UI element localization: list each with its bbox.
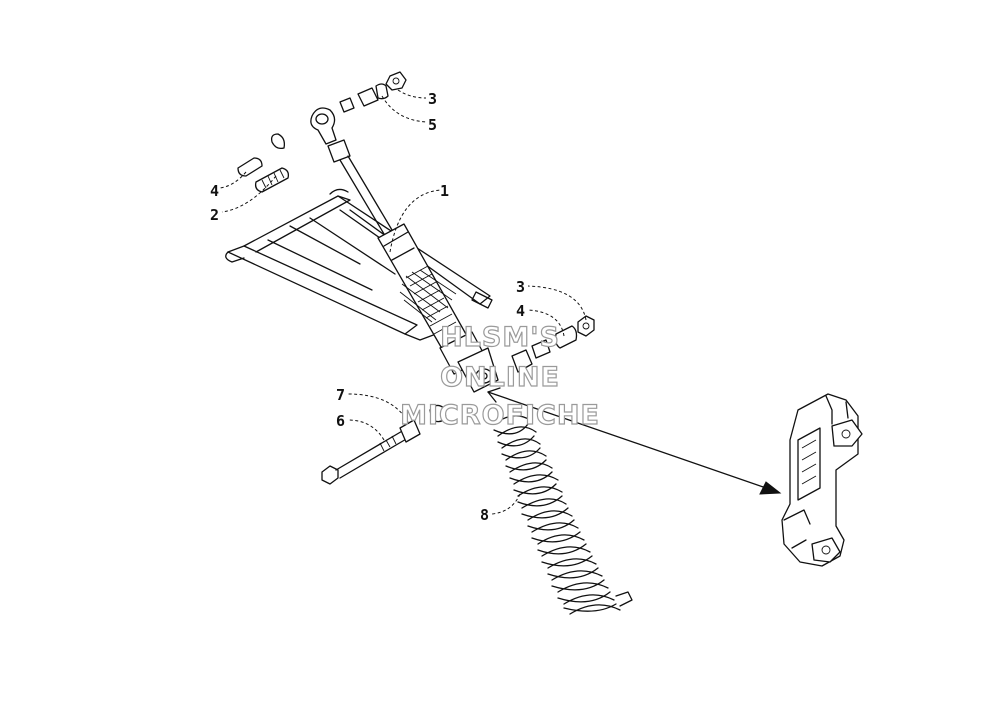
top-hardware (237, 71, 407, 193)
mount-arrow (487, 387, 782, 495)
leader-lines (219, 89, 587, 515)
shock-absorber (310, 107, 499, 393)
watermark-line-1: HLSM'S (440, 322, 560, 353)
bolt-and-spacer (321, 404, 447, 485)
lower-mount-hardware (511, 315, 595, 373)
leader-1 (389, 189, 441, 253)
leader-7 (347, 393, 409, 423)
callout-7: 7 (336, 386, 345, 404)
callout-3-mid: 3 (516, 278, 525, 296)
leader-5 (381, 95, 427, 123)
leader-8 (491, 493, 521, 515)
watermark-line-2: ONLINE (440, 362, 560, 393)
callout-4-mid: 4 (516, 302, 525, 320)
callout-labels: 1 2 3 4 5 3 4 6 7 8 (210, 90, 525, 524)
watermark: HLSM'S ONLINE MICROFICHE (399, 321, 600, 431)
leader-3-mid (527, 285, 587, 321)
callout-8: 8 (480, 506, 489, 524)
leader-4-left (219, 171, 247, 189)
coil-spring (493, 415, 633, 615)
leader-3-top (397, 89, 427, 99)
callout-1: 1 (440, 182, 449, 200)
knurl-pattern (399, 265, 457, 335)
callout-6: 6 (336, 412, 345, 430)
callout-4-left: 4 (210, 182, 219, 200)
callout-5: 5 (428, 116, 437, 134)
callout-3-top: 3 (428, 90, 437, 108)
leader-6 (347, 419, 385, 441)
watermark-line-3: MICROFICHE (400, 400, 600, 431)
frame-bracket (781, 393, 863, 567)
callout-2: 2 (210, 206, 219, 224)
leader-2 (221, 175, 277, 213)
